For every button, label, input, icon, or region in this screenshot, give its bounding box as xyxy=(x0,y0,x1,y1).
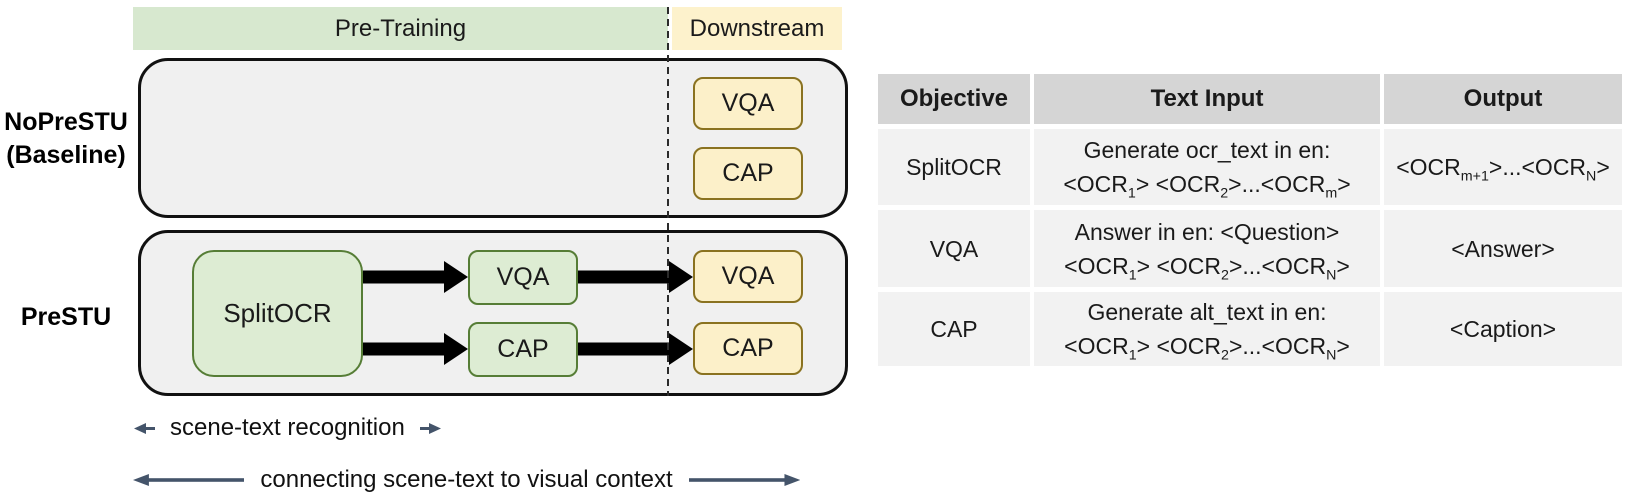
arrow-shaft xyxy=(363,270,448,284)
right-arrow-icon xyxy=(419,422,441,434)
prestu-downstream-cap-box: CAP xyxy=(693,322,803,375)
arrow-head xyxy=(444,333,468,365)
arrow-splitocr-to-cap xyxy=(363,333,468,365)
arrow-shaft xyxy=(578,270,673,284)
objective-table: Objective Text Input Output SplitOCR Gen… xyxy=(878,74,1622,366)
baseline-downstream-cap-box: CAP xyxy=(693,147,803,200)
prestu-finetune-cap-box: CAP xyxy=(468,322,578,377)
arrow-shaft xyxy=(578,342,673,356)
arrow-splitocr-to-vqa xyxy=(363,261,468,293)
arrow-cap-to-downstream-cap xyxy=(578,333,693,365)
connecting-scene-text-annotation: connecting scene-text to visual context xyxy=(133,464,801,496)
splitocr-pretrain-box: SplitOCR xyxy=(192,250,363,377)
table-cell-output: <OCRm+1>...<OCRN> xyxy=(1384,129,1622,205)
table-cell-text-input: Generate alt_text in en:<OCR1> <OCR2>...… xyxy=(1034,292,1380,366)
left-long-arrow-icon xyxy=(133,474,245,486)
baseline-row-label-line1: NoPreSTU xyxy=(4,108,128,136)
left-arrow-icon xyxy=(134,422,155,434)
downstream-phase-label: Downstream xyxy=(689,14,825,42)
pretraining-phase-label: Pre-Training xyxy=(334,14,467,42)
table-cell-text-input: Answer in en: <Question><OCR1> <OCR2>...… xyxy=(1034,210,1380,287)
table-cell-output: <Answer> xyxy=(1384,210,1622,287)
connecting-scene-text-label: connecting scene-text to visual context xyxy=(260,466,673,493)
table-header-objective: Objective xyxy=(878,74,1030,124)
prestu-downstream-vqa-box: VQA xyxy=(693,250,803,303)
table-cell-objective: SplitOCR xyxy=(878,129,1030,205)
arrow-shaft xyxy=(363,342,448,356)
arrow-head xyxy=(669,333,693,365)
arrow-head xyxy=(669,261,693,293)
arrow-head xyxy=(444,261,468,293)
prestu-row-label: PreSTU xyxy=(20,303,112,331)
table-cell-objective: VQA xyxy=(878,210,1030,287)
phase-divider-dashed-line xyxy=(667,7,669,396)
prestu-finetune-vqa-box: VQA xyxy=(468,250,578,305)
scene-text-recognition-annotation: scene-text recognition xyxy=(134,412,441,444)
table-cell-output: <Caption> xyxy=(1384,292,1622,366)
baseline-downstream-vqa-box: VQA xyxy=(693,77,803,130)
downstream-phase-banner: Downstream xyxy=(672,7,842,50)
table-cell-objective: CAP xyxy=(878,292,1030,366)
pretraining-phase-banner: Pre-Training xyxy=(133,7,668,50)
table-cell-text-input: Generate ocr_text in en:<OCR1> <OCR2>...… xyxy=(1034,129,1380,205)
right-long-arrow-icon xyxy=(688,474,801,486)
baseline-row-label-line2: (Baseline) xyxy=(6,141,126,169)
baseline-row-label: NoPreSTU (Baseline) xyxy=(0,106,132,172)
table-header-output: Output xyxy=(1384,74,1622,124)
scene-text-recognition-label: scene-text recognition xyxy=(170,414,405,441)
table-header-text-input: Text Input xyxy=(1034,74,1380,124)
arrow-vqa-to-downstream-vqa xyxy=(578,261,693,293)
